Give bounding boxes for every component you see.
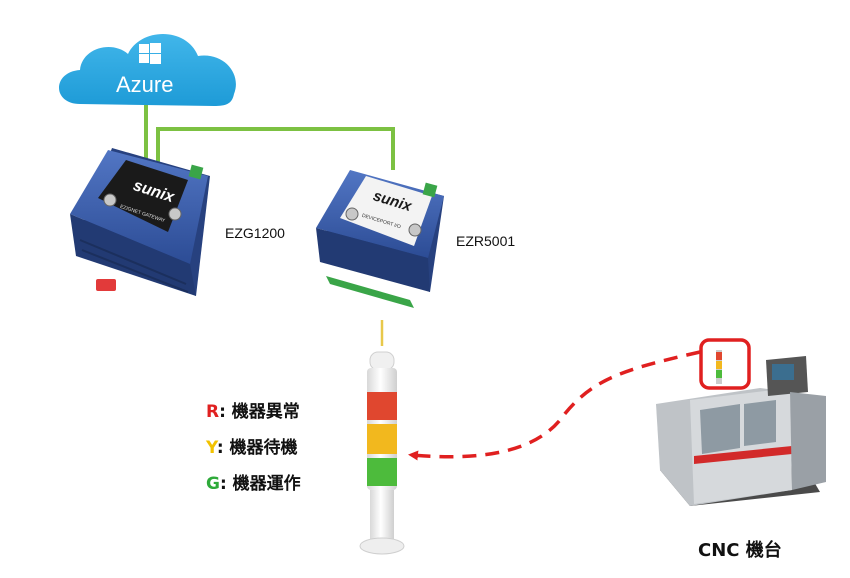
status-arrow: [408, 350, 701, 461]
legend-green: G: 機器運作: [206, 469, 301, 494]
tower-yellow-segment: [367, 424, 397, 454]
gateway-label: EZG1200: [225, 225, 285, 241]
cloud-label: Azure: [116, 72, 174, 97]
legend-yellow-text: : 機器待機: [216, 438, 298, 458]
link-gateway-io: [156, 127, 395, 170]
legend-green-text: : 機器運作: [219, 474, 301, 494]
machine-label: CNC 機台: [698, 540, 782, 561]
signal-tower-image: [359, 351, 405, 555]
io-label: EZR5001: [456, 233, 516, 249]
cnc-machine-image: [656, 350, 826, 506]
azure-cloud-icon: [59, 34, 236, 106]
io-device-image: [316, 170, 444, 308]
gateway-device-image: [70, 148, 210, 296]
cnc-tower-highlight: [699, 338, 751, 390]
tower-green-segment: [367, 458, 397, 486]
legend-red-key: R: [206, 402, 220, 422]
legend-red: R: 機器異常: [206, 397, 300, 422]
windows-logo-icon: [139, 43, 161, 64]
legend-yellow: Y: 機器待機: [206, 433, 298, 458]
legend-red-text: : 機器異常: [219, 402, 300, 422]
legend-yellow-key: Y: [206, 438, 217, 458]
legend-green-key: G: [206, 474, 220, 494]
tower-red-segment: [367, 392, 397, 420]
